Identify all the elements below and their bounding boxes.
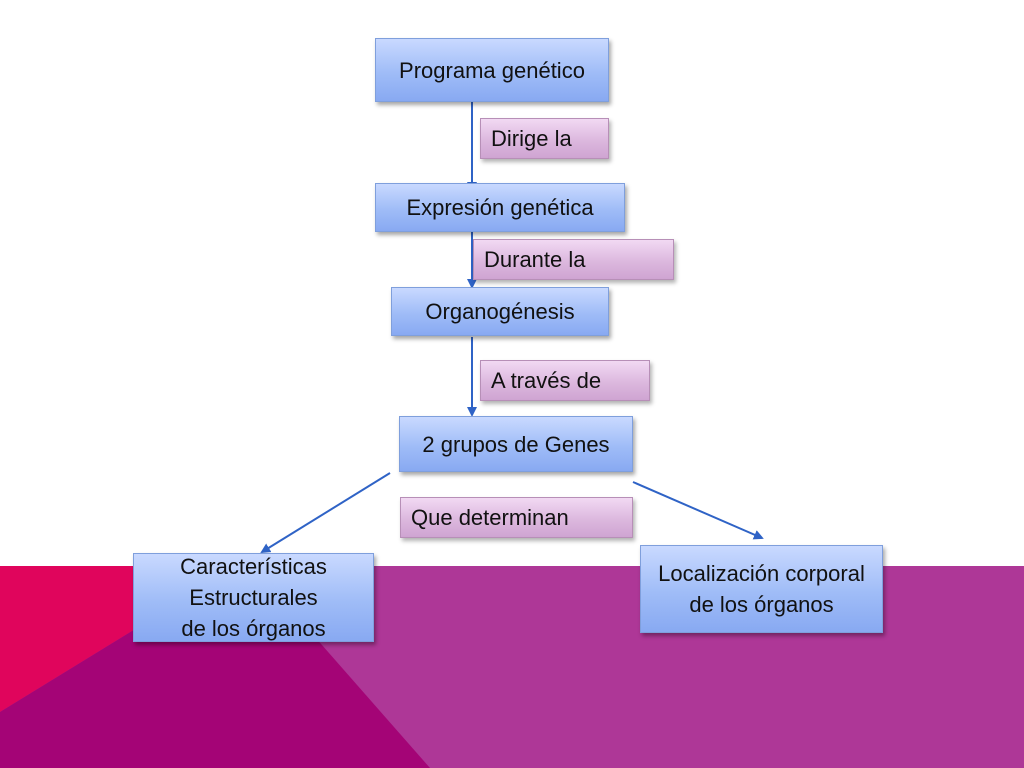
label-a-traves-de: A través de [480, 360, 650, 401]
background-band-dark [0, 620, 430, 768]
label-que-determinan: Que determinan [400, 497, 633, 538]
label-durante-la: Durante la [473, 239, 674, 280]
node-2-grupos-de-genes: 2 grupos de Genes [399, 416, 633, 472]
node-organogenesis: Organogénesis [391, 287, 609, 336]
node-programa-genetico: Programa genético [375, 38, 609, 102]
background-band-magenta [0, 566, 150, 712]
node-localizacion-corporal: Localización corporal de los órganos [640, 545, 883, 633]
label-dirige-la: Dirige la [480, 118, 609, 159]
node-expresion-genetica: Expresión genética [375, 183, 625, 232]
node-caracteristicas-estructurales: Características Estructurales de los órg… [133, 553, 374, 642]
